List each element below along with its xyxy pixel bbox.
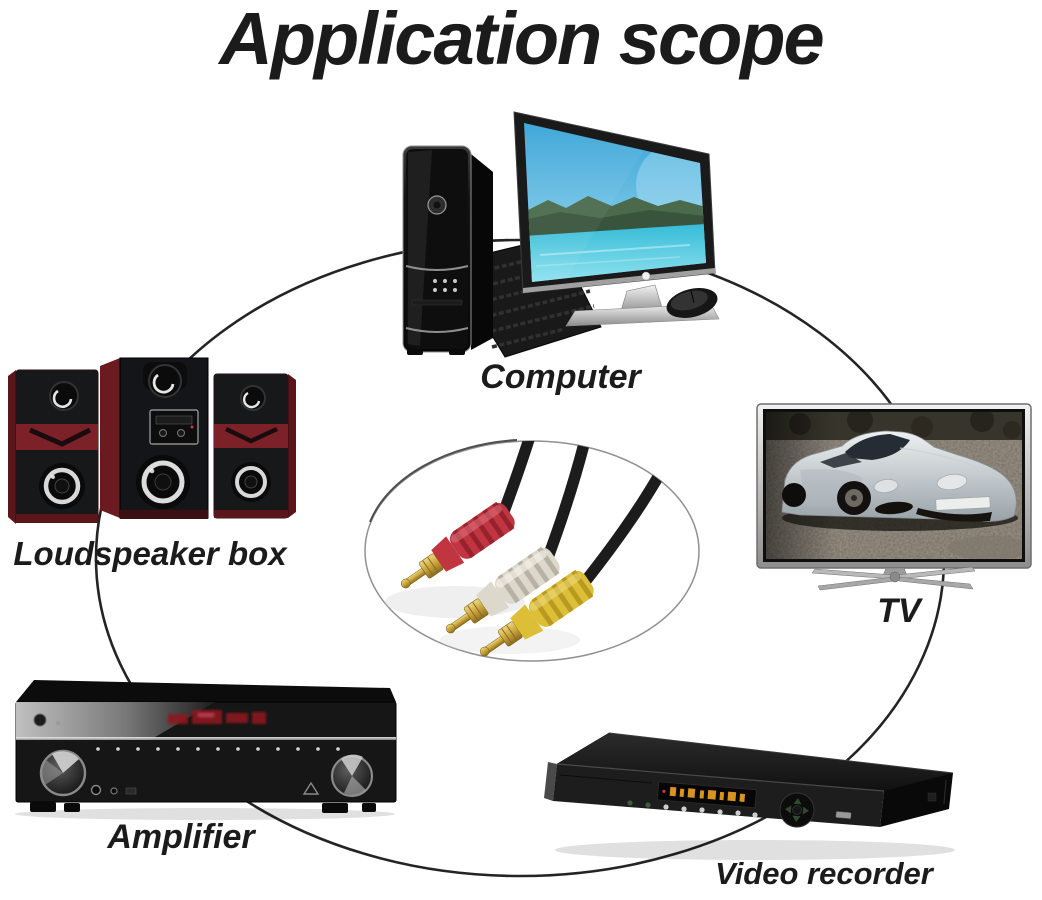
- tv-label: TV: [877, 592, 921, 630]
- rca-cable-illustration: [364, 439, 700, 662]
- mouse: [666, 288, 718, 318]
- loudspeaker-illustration: [8, 357, 296, 524]
- car-on-screen: [781, 430, 1017, 522]
- computer-illustration: [402, 111, 720, 358]
- vcr-display: [656, 781, 757, 809]
- tv-stand: [811, 566, 976, 591]
- tv-illustration: [756, 403, 1032, 591]
- loudspeaker-label: Loudspeaker box: [13, 535, 287, 572]
- rca-plug-yellow: [479, 569, 594, 657]
- amp-selector-knob: [330, 754, 374, 798]
- desktop-tower: [402, 145, 493, 355]
- amplifier-illustration: [15, 680, 397, 820]
- computer-label: Computer: [480, 358, 641, 396]
- video-recorder-label: Video recorder: [715, 856, 933, 891]
- rca-plug-red: [400, 501, 515, 589]
- page-title: Application scope: [219, 0, 824, 80]
- amp-volume-knob: [39, 749, 87, 797]
- vcr-dpad: [779, 792, 815, 828]
- rca-plug-white: [445, 546, 560, 634]
- video-recorder-illustration: [544, 732, 955, 860]
- amp-display: [168, 710, 266, 724]
- amplifier-label: Amplifier: [107, 818, 255, 856]
